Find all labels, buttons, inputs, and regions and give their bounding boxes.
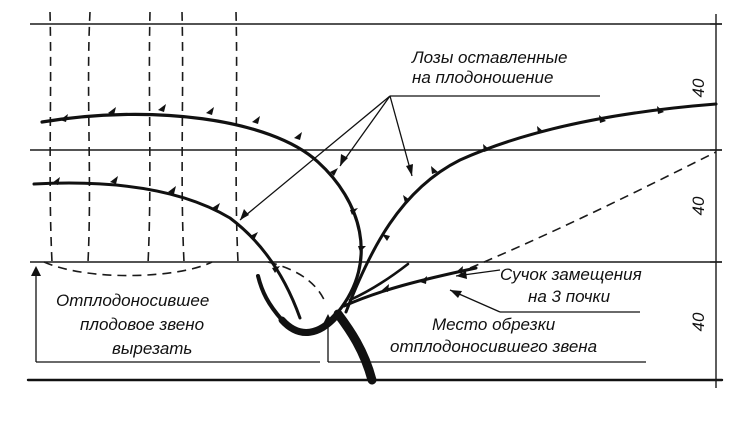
label-fruited-link-1: Отплодоносившее (56, 291, 209, 310)
dimension-label-bottom: 40 (689, 312, 708, 331)
dimension-label-top: 40 (689, 78, 708, 97)
arrowhead-left-upper (340, 154, 348, 166)
trunk-branch-left (278, 312, 340, 336)
arrowhead-right (406, 164, 413, 176)
trunk (333, 309, 377, 385)
arrowhead-left-lower (240, 209, 249, 220)
pointer-to-left-lower-cane (239, 95, 391, 221)
arrowhead-cut-place (323, 314, 333, 324)
label-canes-fruiting-2: на плодоношение (412, 68, 553, 87)
removed-shoot-1 (49, 11, 53, 263)
pointer-to-left-upper-cane (339, 95, 391, 167)
dashed-cane-right (469, 151, 717, 269)
label-cut-place-1: Место обрезки (432, 315, 556, 334)
dimension-label-middle: 40 (689, 196, 708, 215)
arrowhead-spur (450, 290, 462, 298)
spur-tip (348, 262, 410, 302)
right-fruiting-cane (344, 102, 718, 314)
label-replacement-spur-2: на 3 почки (528, 287, 611, 306)
label-fruited-link-2: плодовое звено (80, 315, 204, 334)
removed-shoot-2 (87, 11, 91, 263)
left-lower-cane (32, 181, 302, 320)
old-link-stub (256, 274, 284, 322)
pointer-to-right-cane (389, 95, 413, 177)
removed-shoot-4 (181, 11, 185, 263)
removed-shoot-5 (235, 11, 239, 263)
arrowhead-spur-2 (456, 271, 467, 279)
replacement-spur (342, 266, 478, 308)
label-canes-fruiting-1: Лозы оставленные (411, 48, 567, 67)
left-upper-cane (40, 112, 363, 314)
callout-pointers (31, 95, 646, 363)
removed-cordon-link (267, 261, 327, 305)
label-fruited-link-3: вырезать (112, 339, 192, 358)
removed-cordon-dashed (43, 261, 213, 277)
label-cut-place-2: отплодоносившего звена (390, 337, 597, 356)
arrowhead-fruited-link (31, 266, 41, 276)
buds (52, 104, 664, 292)
label-replacement-spur-1: Сучок замещения (500, 265, 642, 284)
removed-shoot-3 (147, 11, 151, 265)
